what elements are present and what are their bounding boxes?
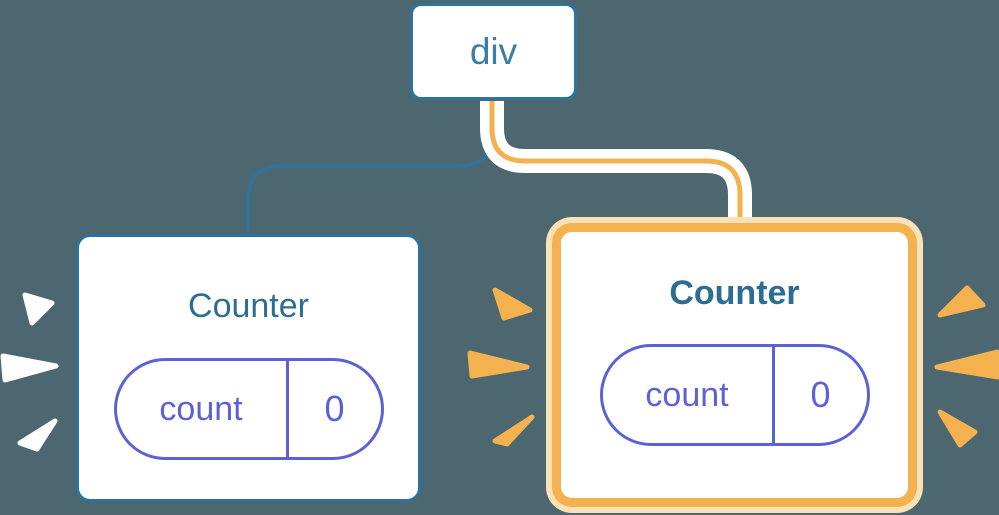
sparkle-group-right — [934, 285, 999, 448]
node-counter-left: Counter count 0 — [76, 234, 421, 502]
state-pill: count 0 — [599, 344, 870, 446]
node-div: div — [410, 3, 577, 100]
highlight-ring: Counter count 0 — [546, 217, 923, 513]
sparkle-ray-icon — [17, 418, 58, 452]
sparkle-ray-icon — [22, 292, 55, 326]
sparkle-ray-icon — [492, 287, 533, 321]
sparkle-ray-icon — [467, 350, 530, 379]
connector-right-edge — [489, 101, 743, 230]
node-counter-right: Counter count 0 — [552, 223, 917, 507]
counter-title: Counter — [669, 274, 800, 312]
counter-title: Counter — [188, 287, 309, 325]
sparkle-ray-icon — [934, 349, 999, 380]
state-key: count — [603, 347, 775, 443]
connector-right-edge-casing — [480, 101, 752, 230]
sparkle-group-left — [0, 292, 59, 452]
sparkle-ray-icon — [492, 414, 535, 447]
sparkle-ray-icon — [937, 409, 978, 448]
sparkle-ray-icon — [0, 353, 59, 383]
sparkle-group-middle — [467, 287, 535, 447]
sparkle-ray-icon — [937, 285, 986, 318]
state-key: count — [117, 361, 289, 457]
state-pill: count 0 — [113, 358, 384, 460]
state-value: 0 — [810, 374, 831, 415]
node-div-label: div — [469, 30, 518, 72]
connector-left-edge — [246, 101, 494, 242]
state-value: 0 — [324, 388, 345, 429]
